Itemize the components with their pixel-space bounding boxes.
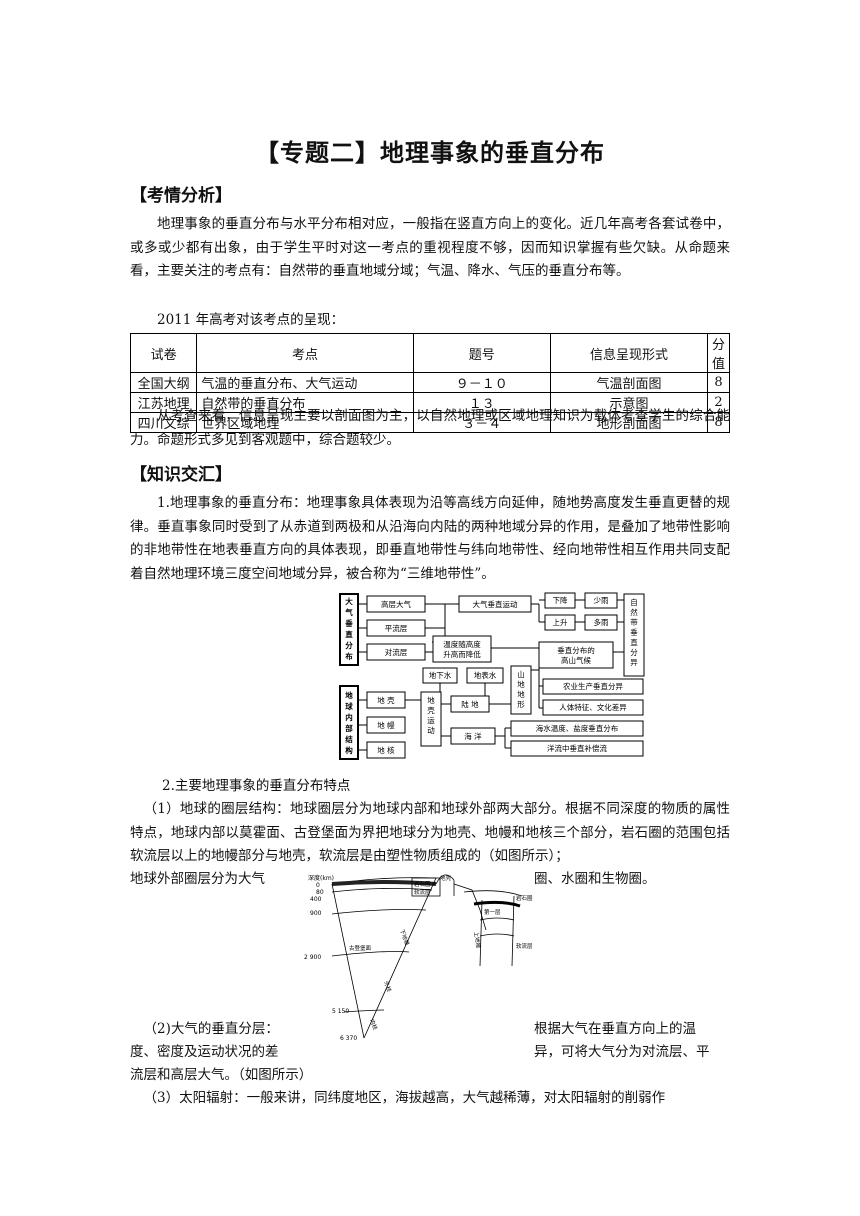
table-cell: 示意图: [549, 392, 708, 413]
mountain-terrain: 山地地形: [517, 669, 525, 709]
section-heading-analysis: 【考情分析】: [130, 186, 232, 206]
table-cell: １３: [412, 392, 551, 413]
point2-1-left: 地球外部圈层分为大气: [130, 871, 265, 887]
atm-title: 大气垂直分布: [344, 596, 353, 661]
analysis-paragraph: 地理事象的垂直分布与水平分布相对应，一般指在竖直方向上的变化。近几年高考各套试卷…: [130, 216, 730, 279]
table-row: 四川文综 世界区域地理 ３－４ 地形剖面图 8: [129, 412, 731, 433]
depth-tick: 900: [310, 910, 322, 917]
human-box: 人体特征、文化差异: [559, 702, 627, 712]
depth-tick: 80: [316, 889, 324, 896]
down-box: 下降: [553, 595, 568, 605]
fig-label: 古登堡面: [349, 944, 372, 952]
temp-box: 温度随高度升高而降低: [443, 639, 481, 659]
table-header: 题号: [412, 333, 551, 373]
table-cell: 江苏地理: [129, 392, 198, 413]
zones-box: 自然带垂直分异: [630, 597, 638, 667]
point2-2-left2: 度、密度及运动状况的差: [130, 1044, 279, 1060]
agri-box: 农业生产垂直分异: [563, 681, 623, 691]
table-header: 分值: [706, 333, 731, 373]
depth-tick: 400: [310, 896, 322, 903]
fig-label: 软流层: [516, 942, 533, 950]
table-cell: 地形剖面图: [549, 412, 708, 433]
fig-label: 上地幔: [472, 931, 483, 949]
depth-tick: 6 370: [340, 1035, 357, 1042]
point2-1-right: 圈、水圈和生物圈。: [534, 871, 656, 887]
land-box: 陆 地: [461, 699, 479, 709]
mountain-climate: 垂直分布的高山气候: [557, 645, 595, 665]
fig-label: 第一层: [484, 908, 501, 916]
table-caption: 2011 年高考对该考点的呈现：: [157, 312, 345, 328]
fig-label: 岩石圈: [516, 894, 533, 902]
earth-title: 地球内部结构: [345, 690, 353, 755]
layer-strat: 平流层: [385, 623, 408, 633]
layer-high: 高层大气: [381, 599, 411, 609]
up-box: 上升: [553, 618, 568, 627]
exam-summary-paragraph: 从考查来看，信息呈现主要以剖面图为主，以自然地理或区域地理知识为载体考查学生的综…: [130, 408, 730, 448]
fig-label: 软流层: [414, 888, 431, 896]
fig-label: 岩石圈: [414, 880, 431, 888]
table-cell: 世界区域地理: [196, 412, 414, 433]
layer-trop: 对流层: [385, 647, 408, 657]
surface-water: 地表水: [474, 670, 497, 680]
table-cell: 四川文综: [129, 412, 198, 433]
fig-label: 地壳: [440, 874, 452, 882]
point2-2-right2: 异，可将大气分为对流层、平: [534, 1044, 710, 1060]
point2-1-paragraph: （1）地球的圈层结构：地球圈层分为地球内部和地球外部两大部分。根据不同深度的物质…: [130, 801, 730, 864]
table-header-row: 试卷 考点 题号 信息呈现形式 分值: [129, 333, 731, 373]
table-cell: 全国大纲: [129, 372, 198, 393]
table-header: 信息呈现形式: [549, 333, 708, 373]
table-cell: 8: [706, 412, 731, 433]
point2-2-line3: 流层和高层大气。（如图所示）: [130, 1067, 313, 1083]
table-row: 全国大纲 气温的垂直分布、大气运动 ９－１０ 气温剖面图 8: [129, 372, 731, 393]
table-cell: ９－１０: [412, 372, 551, 393]
page-title: 【专题二】地理事象的垂直分布: [255, 139, 605, 167]
table-cell: 自然带的垂直分布: [196, 392, 414, 413]
table-cell: 8: [706, 372, 731, 393]
ocean-box: 海 洋: [464, 731, 482, 741]
depth-tick: 2 900: [304, 954, 321, 961]
earth-structure-figure: 深度(km) 0 80 400 900 2 900 5 150 6 370: [304, 874, 533, 1042]
concept-diagram: 大气垂直分布 地球内部结构 高层大气 平流层 对流层 温度随高度: [339, 592, 645, 760]
more-rain: 多雨: [594, 617, 609, 627]
fig-label: 外核: [382, 980, 393, 994]
table-cell: ３－４: [412, 412, 551, 433]
depth-tick: 5 150: [332, 1008, 349, 1015]
table-cell: 气温剖面图: [549, 372, 708, 393]
knowledge-paragraph: 1.地理事象的垂直分布：地理事象具体表现为沿等高线方向延伸，随地势高度发生垂直更…: [130, 495, 730, 582]
point2-2-right1: 根据大气在垂直方向上的温: [534, 1021, 696, 1037]
crust-box: 地 壳: [377, 695, 395, 705]
mantle-box: 地 幔: [377, 720, 395, 730]
sea-temp-box: 海水温度、盐度垂直分布: [536, 723, 619, 733]
point2-2-left1: （2)大气的垂直分层：: [143, 1021, 279, 1037]
point2-3-paragraph: （3）太阳辐射：一般来讲，同纬度地区，海拔越高，大气越稀薄，对太阳辐射的削弱作: [143, 1090, 666, 1106]
vertical-motion: 大气垂直运动: [473, 599, 518, 609]
section-heading-knowledge: 【知识交汇】: [130, 465, 232, 485]
table-header: 考点: [196, 333, 414, 373]
crust-motion: 地壳运动: [427, 695, 435, 735]
depth-label: 深度(km): [308, 874, 334, 882]
point2-title: 2.主要地理事象的垂直分布特点: [162, 778, 351, 794]
depth-tick: 0: [316, 882, 320, 889]
less-rain: 少雨: [594, 596, 609, 605]
table-cell: 气温的垂直分布、大气运动: [196, 372, 414, 393]
fig-label: 内核: [368, 1018, 379, 1032]
table-header: 试卷: [129, 333, 198, 373]
groundwater: 地下水: [429, 670, 452, 680]
ocean-current-box: 洋流中垂直补偿流: [547, 743, 607, 753]
exam-table: 试卷 考点 题号 信息呈现形式 分值 全国大纲 气温的垂直分布、大气运动 ９－１…: [129, 333, 731, 433]
core-box: 地 核: [377, 745, 395, 755]
table-row: 江苏地理 自然带的垂直分布 １３ 示意图 2: [129, 392, 731, 413]
